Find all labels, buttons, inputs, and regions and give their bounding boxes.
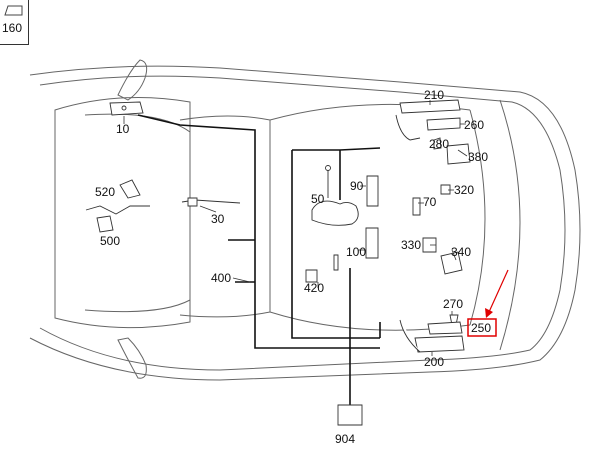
- part-label-250: 250: [471, 321, 491, 335]
- reference-box: 160: [0, 0, 29, 45]
- part-label-340: 340: [451, 245, 471, 259]
- part-label-400: 400: [211, 271, 231, 285]
- part-label-320: 320: [454, 183, 474, 197]
- part-label-280: 280: [429, 137, 449, 151]
- part-label-50: 50: [311, 192, 325, 206]
- part-label-210: 210: [424, 88, 444, 102]
- part-label-30: 30: [211, 212, 225, 226]
- part-label-270: 270: [443, 297, 463, 311]
- wiring-harness: [137, 114, 381, 405]
- part-label-100: 100: [346, 245, 366, 259]
- part-label-200: 200: [424, 355, 444, 369]
- highlight-marker: [467, 269, 509, 337]
- reference-icon: [4, 5, 23, 16]
- part-labels: 10 30 50 70 90 100 200 210 250 260 270 2…: [95, 88, 491, 446]
- part-label-420: 420: [304, 281, 324, 295]
- part-label-10: 10: [116, 122, 130, 136]
- part-label-500: 500: [100, 234, 120, 248]
- part-label-260: 260: [464, 118, 484, 132]
- part-label-380: 380: [468, 150, 488, 164]
- component-parts: [85, 99, 471, 426]
- part-label-70: 70: [423, 195, 437, 209]
- part-label-90: 90: [350, 179, 364, 193]
- reference-label: 160: [2, 21, 23, 35]
- part-label-520: 520: [95, 185, 115, 199]
- leader-lines: [123, 100, 468, 356]
- part-label-330: 330: [401, 238, 421, 252]
- part-label-904: 904: [335, 432, 355, 446]
